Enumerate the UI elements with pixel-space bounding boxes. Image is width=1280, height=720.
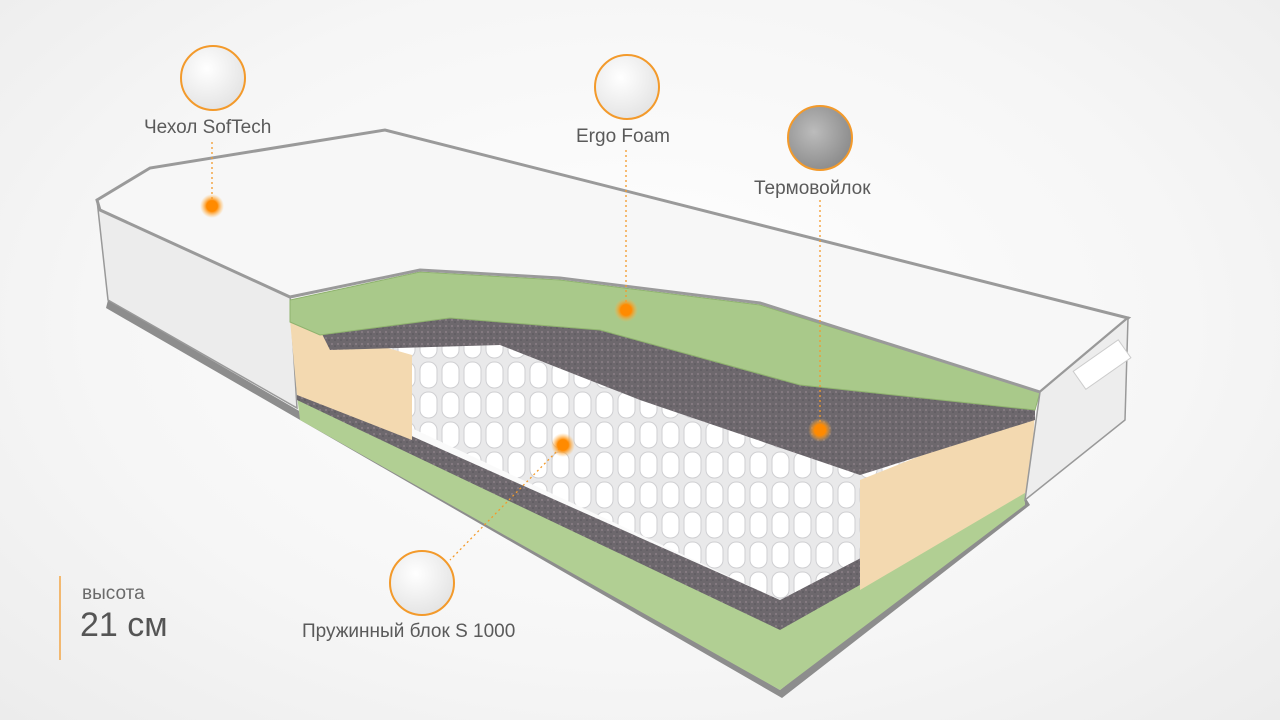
softech-thumbnail bbox=[180, 45, 246, 111]
hotspot-felt[interactable] bbox=[808, 418, 832, 442]
spring-block-thumbnail bbox=[389, 550, 455, 616]
brand-tag bbox=[1072, 339, 1132, 391]
height-label: высота bbox=[82, 583, 145, 604]
hotspot-softech[interactable] bbox=[200, 194, 224, 218]
hotspots bbox=[200, 194, 832, 457]
layer-label-felt: Термовойлок bbox=[754, 178, 871, 199]
felt-layer-top bbox=[320, 315, 1035, 475]
bottom-foam-layer bbox=[297, 395, 1025, 690]
layer-label-ergo-foam: Ergo Foam bbox=[576, 126, 670, 147]
layer-label-softech: Чехол SofTech bbox=[144, 117, 272, 138]
side-block-left bbox=[290, 320, 412, 440]
spring-block bbox=[330, 340, 1030, 600]
felt-layer-bottom bbox=[297, 385, 1030, 630]
leader-springs bbox=[449, 444, 564, 561]
layer-label-spring-block: Пружинный блок S 1000 bbox=[302, 621, 516, 642]
hotspot-springs[interactable] bbox=[551, 433, 575, 457]
felt-thumbnail bbox=[787, 105, 853, 171]
ergo-foam-layer bbox=[289, 271, 1041, 411]
height-value: 21 см bbox=[80, 606, 168, 644]
mattress-top-cover bbox=[95, 128, 1132, 394]
side-block-right bbox=[860, 410, 1035, 590]
ergo-foam-thumbnail bbox=[594, 54, 660, 120]
hotspot-ergo[interactable] bbox=[614, 298, 638, 322]
